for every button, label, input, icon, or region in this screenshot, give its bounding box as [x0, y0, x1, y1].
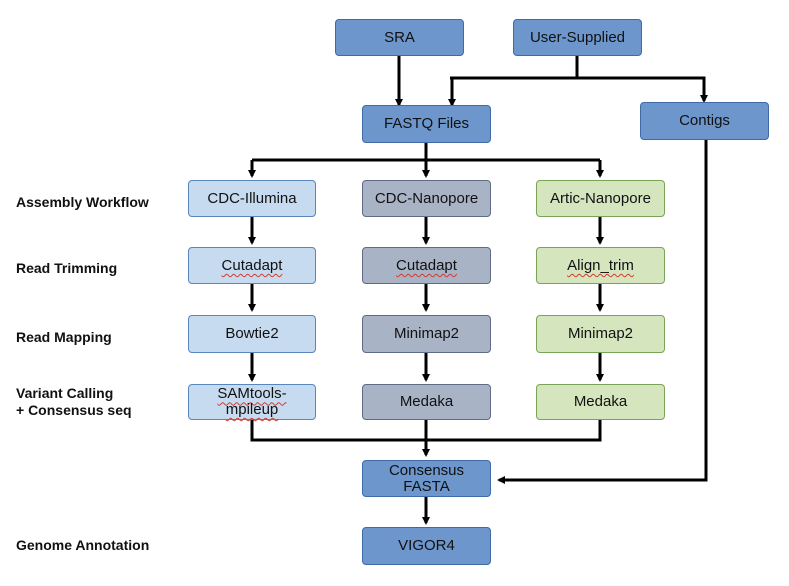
node-nanopore-medaka[interactable]: Medaka	[362, 384, 491, 420]
node-user-supplied[interactable]: User-Supplied	[513, 19, 642, 56]
node-align-trim[interactable]: Align_trim	[536, 247, 665, 284]
samtools-line-2: mpileup	[225, 401, 279, 418]
row-label-variant-line-1: Variant Calling	[16, 385, 114, 401]
row-label-variant-calling: Variant Calling + Consensus seq	[16, 385, 132, 419]
arrow-user-to-fastq	[450, 76, 577, 105]
node-artic-minimap2[interactable]: Minimap2	[536, 315, 665, 353]
node-fastq-files[interactable]: FASTQ Files	[362, 105, 491, 143]
node-artic-nanopore[interactable]: Artic-Nanopore	[536, 180, 665, 217]
node-sra[interactable]: SRA	[335, 19, 464, 56]
arrow-illumina-variant-to-merge	[250, 420, 426, 442]
row-label-variant-line-2: + Consensus seq	[16, 401, 132, 418]
row-label-assembly-workflow: Assembly Workflow	[16, 194, 149, 210]
node-cdc-nanopore[interactable]: CDC-Nanopore	[362, 180, 491, 217]
node-consensus-fasta[interactable]: Consensus FASTA	[362, 460, 491, 497]
node-nanopore-minimap2[interactable]: Minimap2	[362, 315, 491, 353]
node-cdc-illumina[interactable]: CDC-Illumina	[188, 180, 316, 217]
consensus-line-2: FASTA	[403, 477, 450, 495]
consensus-line-1: Consensus	[388, 461, 465, 479]
align-trim-label: Align_trim	[567, 256, 634, 274]
arrow-artic-variant-to-merge	[426, 420, 602, 442]
arrow-contigs-to-consensus	[497, 140, 708, 484]
node-samtools-mpileup[interactable]: SAMtools- mpileup	[188, 384, 316, 420]
node-bowtie2[interactable]: Bowtie2	[188, 315, 316, 353]
samtools-line-1: SAMtools-	[217, 385, 287, 403]
row-label-read-trimming: Read Trimming	[16, 260, 118, 276]
node-artic-medaka[interactable]: Medaka	[536, 384, 665, 420]
node-vigor4[interactable]: VIGOR4	[362, 527, 491, 565]
node-nanopore-cutadapt[interactable]: Cutadapt	[362, 247, 491, 284]
row-label-read-mapping: Read Mapping	[16, 329, 112, 345]
node-illumina-cutadapt[interactable]: Cutadapt	[188, 247, 316, 284]
nanopore-trim-label: Cutadapt	[396, 256, 457, 274]
illumina-trim-label: Cutadapt	[221, 256, 283, 274]
node-contigs[interactable]: Contigs	[640, 102, 769, 140]
row-label-genome-annotation: Genome Annotation	[16, 537, 150, 553]
arrow-user-to-contigs	[577, 76, 708, 103]
